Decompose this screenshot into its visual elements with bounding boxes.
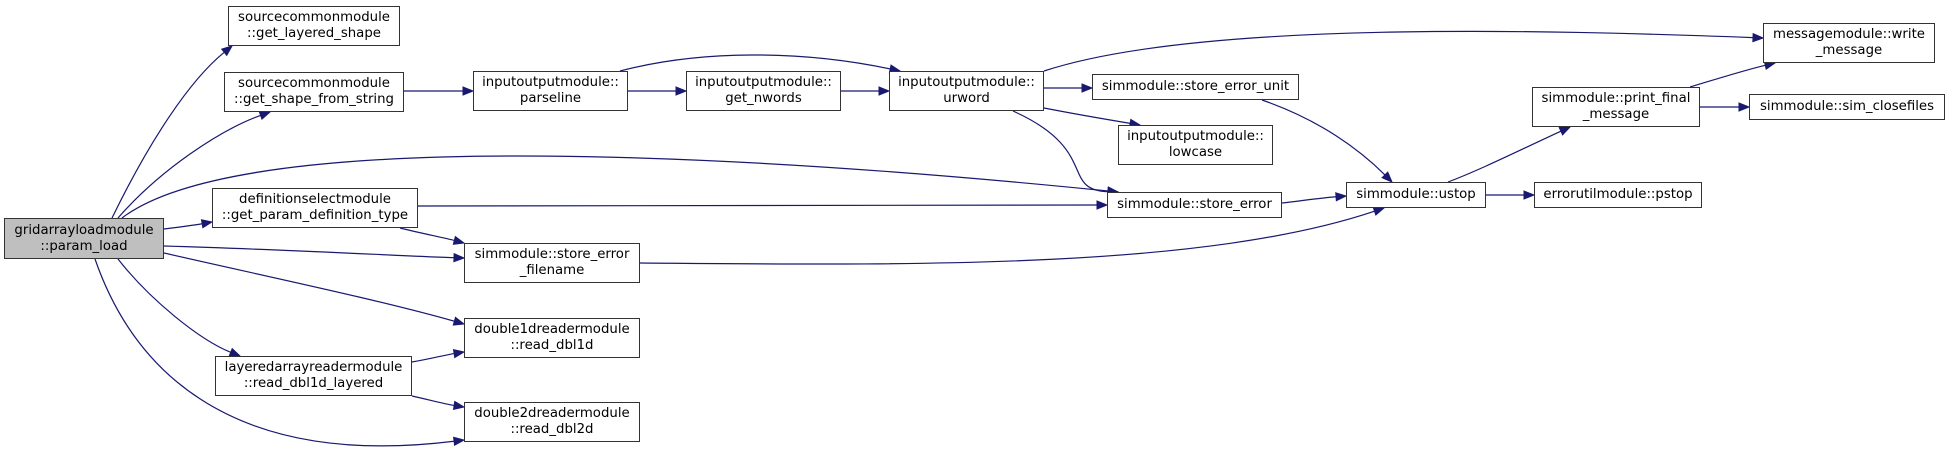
node-label: sourcecommonmodule ::get_shape_from_stri… (234, 76, 394, 107)
node-label: messagemodule::write _message (1773, 27, 1925, 58)
node-ustop[interactable]: simmodule::ustop (1346, 182, 1486, 208)
arrowhead-store_error_unit-to-ustop (1381, 171, 1393, 183)
node-label: gridarrayloadmodule ::param_load (14, 222, 154, 254)
node-read-dbl2d[interactable]: double2dreadermodule ::read_dbl2d (464, 402, 640, 442)
node-store-error-filename[interactable]: simmodule::store_error _filename (464, 243, 640, 283)
node-label: simmodule::store_error_unit (1101, 79, 1290, 94)
node-label: simmodule::store_error _filename (474, 247, 630, 278)
node-label: inputoutputmodule:: lowcase (1127, 129, 1264, 160)
node-print-final-message[interactable]: simmodule::print_final _message (1532, 87, 1700, 127)
node-get-shape-from-string[interactable]: sourcecommonmodule ::get_shape_from_stri… (224, 72, 404, 112)
edge-parseline-to-urword (619, 54, 891, 72)
edge-store_error_filename-to-ustop (639, 210, 1375, 265)
arrowhead-param_load-to-read_dbl1d_layered (228, 347, 242, 357)
edge-get_param_definition_type-to-store_error_filename (399, 227, 455, 242)
node-label: inputoutputmodule:: get_nwords (695, 75, 832, 106)
arrowhead-param_load-to-get_shape_from_string (258, 111, 272, 121)
arrowhead-print_final_message-to-sim_closefiles (1738, 102, 1751, 112)
arrowhead-urword-to-store_error_unit (1081, 83, 1094, 93)
edge-read_dbl1d_layered-to-read_dbl1d (411, 352, 455, 363)
node-write-message[interactable]: messagemodule::write _message (1763, 23, 1935, 63)
arrowhead-param_load-to-read_dbl1d (452, 316, 466, 326)
edge-urword-to-lowcase (1043, 107, 1131, 124)
edge-urword-to-store_error (1012, 110, 1109, 193)
node-get-nwords[interactable]: inputoutputmodule:: get_nwords (686, 71, 841, 111)
node-get-layered-shape[interactable]: sourcecommonmodule ::get_layered_shape (228, 6, 400, 46)
edge-param_load-to-get_param_definition_type (163, 223, 203, 230)
node-pstop[interactable]: errorutilmodule::pstop (1534, 182, 1702, 208)
node-label: layeredarrayreadermodule ::read_dbl1d_la… (224, 360, 403, 391)
arrowhead-param_load-to-store_error_filename (453, 252, 466, 263)
node-store-error[interactable]: simmodule::store_error (1107, 192, 1282, 218)
edge-param_load-to-store_error_filename (163, 245, 455, 259)
node-get-param-definition-type[interactable]: definitionselectmodule ::get_param_defin… (212, 188, 418, 228)
edge-param_load-to-read_dbl1d (163, 252, 455, 322)
node-label: definitionselectmodule ::get_param_defin… (221, 192, 409, 223)
edge-param_load-to-read_dbl1d_layered (117, 258, 231, 353)
node-read-dbl1d[interactable]: double1dreadermodule ::read_dbl1d (464, 318, 640, 358)
node-store-error-unit[interactable]: simmodule::store_error_unit (1092, 74, 1299, 100)
node-label: simmodule::store_error (1117, 197, 1272, 212)
arrowhead-param_load-to-read_dbl2d (453, 436, 466, 446)
edge-urword-to-write_message (1043, 30, 1754, 72)
edge-get_param_definition_type-to-store_error (417, 204, 1098, 207)
arrowhead-read_dbl1d_layered-to-read_dbl2d (452, 400, 466, 411)
node-urword[interactable]: inputoutputmodule:: urword (889, 71, 1044, 111)
node-label: errorutilmodule::pstop (1543, 187, 1693, 202)
arrowhead-get_param_definition_type-to-store_error (1096, 200, 1109, 210)
arrowhead-read_dbl1d_layered-to-read_dbl1d (452, 348, 466, 359)
node-sim-closefiles[interactable]: simmodule::sim_closefiles (1749, 94, 1945, 120)
edge-store_error_unit-to-ustop (1261, 99, 1386, 176)
node-label: double2dreadermodule ::read_dbl2d (474, 406, 630, 437)
edge-param_load-to-get_shape_from_string (117, 114, 261, 219)
node-parseline[interactable]: inputoutputmodule:: parseline (473, 71, 628, 111)
arrowhead-param_load-to-get_param_definition_type (200, 219, 214, 229)
node-label: inputoutputmodule:: urword (898, 75, 1035, 106)
arrowhead-store_error-to-ustop (1335, 192, 1348, 202)
arrowhead-get_param_definition_type-to-store_error_filename (452, 235, 466, 245)
edge-ustop-to-print_final_message (1447, 130, 1562, 183)
arrowhead-urword-to-write_message (1752, 32, 1765, 43)
arrowhead-get_shape_from_string-to-parseline (462, 86, 475, 96)
arrowhead-store_error_filename-to-ustop (1372, 206, 1386, 216)
node-label: inputoutputmodule:: parseline (482, 75, 619, 106)
edge-param_load-to-store_error (121, 155, 1109, 219)
node-read-dbl1d-layered[interactable]: layeredarrayreadermodule ::read_dbl1d_la… (215, 356, 412, 396)
arrowhead-param_load-to-get_layered_shape (220, 45, 234, 57)
edge-store_error-to-ustop (1281, 196, 1337, 204)
arrowhead-ustop-to-pstop (1523, 190, 1536, 200)
arrowhead-get_nwords-to-urword (878, 86, 891, 96)
node-label: simmodule::sim_closefiles (1759, 99, 1934, 114)
arrowhead-parseline-to-get_nwords (675, 86, 688, 96)
arrowhead-ustop-to-print_final_message (1558, 126, 1572, 136)
edge-read_dbl1d_layered-to-read_dbl2d (411, 395, 455, 407)
edge-param_load-to-get_layered_shape (111, 51, 225, 219)
edge-param_load-to-read_dbl2d (94, 258, 455, 447)
node-label: simmodule::ustop (1356, 187, 1476, 202)
node-param-load: gridarrayloadmodule ::param_load (4, 218, 164, 259)
node-label: simmodule::print_final _message (1541, 91, 1691, 122)
node-lowcase[interactable]: inputoutputmodule:: lowcase (1118, 125, 1273, 165)
node-label: double1dreadermodule ::read_dbl1d (474, 322, 630, 353)
edge-print_final_message-to-write_message (1689, 64, 1766, 88)
node-label: sourcecommonmodule ::get_layered_shape (238, 10, 390, 41)
